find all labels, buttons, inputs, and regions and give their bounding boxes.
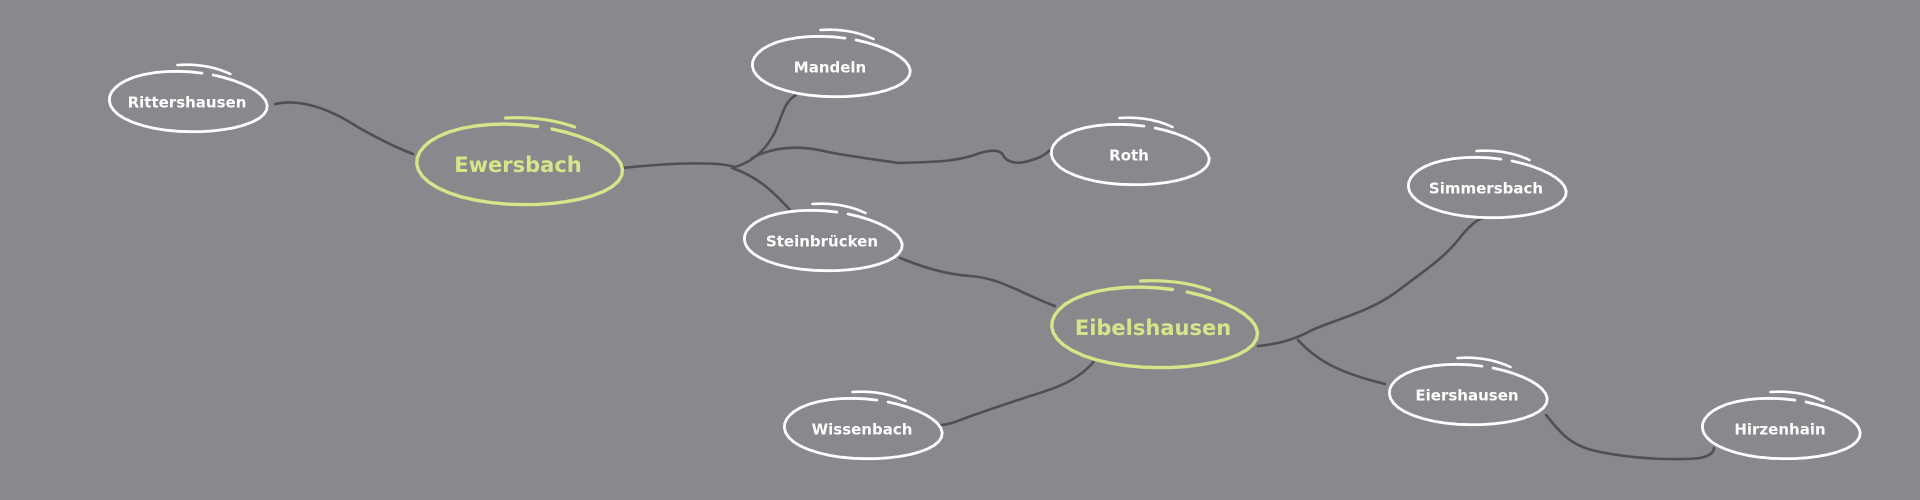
node-outline-stroke [1139,279,1212,292]
node-outline-stroke [176,63,232,76]
edge-eibelshausen-simmersbach [1256,216,1486,348]
node-label: Eibelshausen [1075,316,1231,340]
node-outline-stroke [1769,390,1825,403]
node-outline [743,208,904,273]
node-outline-stroke [819,28,875,41]
node-label: Steinbrücken [766,233,878,251]
node-outline-stroke [1456,356,1512,369]
node-ewersbach[interactable]: Ewersbach [415,116,625,207]
node-outline [1050,122,1211,187]
node-eiershausen[interactable]: Eiershausen [1388,356,1549,427]
node-label: Rittershausen [128,94,247,112]
node-label: Mandeln [794,59,866,77]
node-simmersbach[interactable]: Simmersbach [1407,149,1568,220]
edge-ewersbach-mandeln [620,93,798,170]
node-outline-stroke [504,116,577,129]
edge-eiershausen-hirzenhain [1544,413,1716,461]
node-outline-stroke [1475,149,1531,162]
node-label: Hirzenhain [1734,421,1825,439]
node-rittershausen[interactable]: Rittershausen [108,63,269,134]
node-hirzenhain[interactable]: Hirzenhain [1701,390,1862,461]
node-outline [108,69,269,134]
node-label: Wissenbach [812,421,913,439]
node-label: Roth [1109,147,1149,165]
node-label: Simmersbach [1429,180,1543,198]
node-wissenbach[interactable]: Wissenbach [783,390,944,461]
node-mandeln[interactable]: Mandeln [751,28,912,99]
edge-ewersbach-steinbruecken [730,166,792,212]
node-outline [751,34,912,99]
node-outline [1050,285,1260,370]
node-outline [415,122,625,207]
node-roth[interactable]: Roth [1050,116,1211,187]
edges-layer [273,93,1716,461]
node-outline [1388,362,1549,427]
node-eibelshausen[interactable]: Eibelshausen [1050,279,1260,370]
node-outline-stroke [1118,116,1174,129]
node-outline [1701,396,1862,461]
node-steinbruecken[interactable]: Steinbrücken [743,202,904,273]
edge-eibelshausen-eiershausen [1296,338,1387,386]
node-outline [783,396,944,461]
node-outline-stroke [851,390,907,403]
node-outline [1407,155,1568,220]
edge-ewersbach-rittershausen [273,101,415,156]
node-label: Ewersbach [454,153,581,177]
node-outline-stroke [811,202,867,215]
edge-steinbruecken-eibelshausen [898,256,1057,308]
node-label: Eiershausen [1415,387,1518,405]
edge-ewersbach-roth [750,146,1052,165]
edge-eibelshausen-wissenbach [938,358,1097,427]
